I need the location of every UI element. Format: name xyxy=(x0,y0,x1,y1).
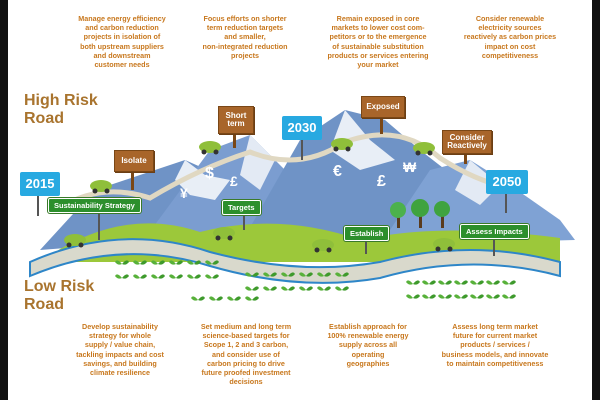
sign-exposed: Exposed xyxy=(361,96,405,118)
sprout-icon xyxy=(422,280,436,285)
currency-symbol: £ xyxy=(377,173,386,190)
sprout-icon xyxy=(335,286,349,291)
sprout-icon xyxy=(335,272,349,277)
upper-note-exposed: Remain exposed in core markets to lower … xyxy=(327,14,429,70)
currency-symbol: £ xyxy=(230,173,238,189)
car xyxy=(213,227,235,241)
year-post xyxy=(301,140,303,160)
tag-post xyxy=(493,236,495,256)
upper-note-isolate: Manage energy efficiency and carbon redu… xyxy=(78,14,166,70)
sprout-icon xyxy=(209,296,223,301)
sprout-icon xyxy=(406,280,420,285)
car xyxy=(90,180,112,194)
sprout-icon xyxy=(454,280,468,285)
low-risk-road-title: Low Risk Road xyxy=(24,278,95,314)
sprout-icon xyxy=(299,272,313,277)
sprout-icon xyxy=(169,274,183,279)
car xyxy=(199,141,221,155)
lower-note-assess: Assess long term market future for curre… xyxy=(441,322,549,368)
year-post xyxy=(37,196,39,216)
sign-consider-reactively: Consider Reactively xyxy=(442,130,492,154)
low-road xyxy=(29,238,561,284)
currency-symbol: € xyxy=(333,163,342,180)
sprout-icon xyxy=(245,272,259,277)
sprout-icon xyxy=(187,260,201,265)
sign-post xyxy=(380,116,383,134)
sprout-icon xyxy=(191,296,205,301)
sign-post xyxy=(131,170,134,190)
lower-note-establish: Establish approach for 100% renewable en… xyxy=(327,322,409,368)
sprout-icon xyxy=(406,294,420,299)
lower-note-strategy: Develop sustainability strategy for whol… xyxy=(76,322,164,378)
sign-short-term: Short term xyxy=(218,106,254,134)
snow-patch xyxy=(240,135,275,190)
high-road xyxy=(58,132,521,211)
currency-symbol: ₩ xyxy=(403,159,417,175)
sprout-icon xyxy=(115,274,129,279)
sprout-icon xyxy=(299,286,313,291)
lower-note-targets: Set medium and long term science-based t… xyxy=(200,322,292,387)
sprout-icon xyxy=(438,280,452,285)
tag-establish: Establish xyxy=(344,226,390,241)
tag-assess-impacts: Assess Impacts xyxy=(460,224,529,239)
year-2030: 2030 xyxy=(282,116,322,140)
sprout-icon xyxy=(151,274,165,279)
sprout-icon xyxy=(486,280,500,285)
sprout-icon xyxy=(438,294,452,299)
currency-symbol: $ xyxy=(205,165,214,182)
tag-post xyxy=(365,238,367,254)
year-2050: 2050 xyxy=(486,170,528,194)
sprout-icon xyxy=(502,280,516,285)
sprout-icon xyxy=(281,272,295,277)
tag-targets: Targets xyxy=(222,200,261,215)
sprout-icon xyxy=(470,294,484,299)
tag-post xyxy=(98,210,100,240)
car xyxy=(433,238,455,252)
tag-post xyxy=(243,212,245,230)
sprout-icon xyxy=(245,286,259,291)
sprout-icon xyxy=(470,280,484,285)
year-post xyxy=(505,193,507,213)
sprout-icon xyxy=(317,272,331,277)
upper-note-reactive: Consider renewable electricity sources r… xyxy=(463,14,557,60)
snow-patch xyxy=(330,110,395,170)
sprout-icon xyxy=(133,260,147,265)
sign-post xyxy=(464,150,467,164)
sign-isolate: Isolate xyxy=(114,150,154,172)
upper-note-short-term: Focus efforts on shorter term reduction … xyxy=(202,14,288,60)
sprout-icon xyxy=(115,260,129,265)
sprout-icon xyxy=(169,260,183,265)
sprout-icon xyxy=(227,296,241,301)
sprout-icon xyxy=(245,296,259,301)
high-risk-road-title: High Risk Road xyxy=(24,92,98,128)
left-frame xyxy=(0,0,8,400)
sprout-icon xyxy=(281,286,295,291)
snow-patch xyxy=(175,160,230,200)
sign-post xyxy=(233,132,236,148)
sprout-icon xyxy=(263,272,277,277)
sprout-icon xyxy=(263,286,277,291)
car xyxy=(312,239,334,253)
year-2015: 2015 xyxy=(20,172,60,196)
right-frame xyxy=(592,0,600,400)
tag-sustainability-strategy: Sustainability Strategy xyxy=(48,198,141,213)
sprout-icon xyxy=(486,294,500,299)
car xyxy=(413,142,435,156)
sprout-icon xyxy=(133,274,147,279)
sprout-icon xyxy=(187,274,201,279)
sprout-icon xyxy=(317,286,331,291)
sprout-icon xyxy=(454,294,468,299)
sprout-icon xyxy=(205,260,219,265)
sprout-icon xyxy=(422,294,436,299)
currency-symbol: ¥ xyxy=(180,185,188,201)
sprout-icon xyxy=(502,294,516,299)
car xyxy=(331,138,353,152)
sprout-icon xyxy=(205,274,219,279)
tree-group xyxy=(390,199,450,228)
car xyxy=(64,234,86,248)
sprout-icon xyxy=(151,260,165,265)
